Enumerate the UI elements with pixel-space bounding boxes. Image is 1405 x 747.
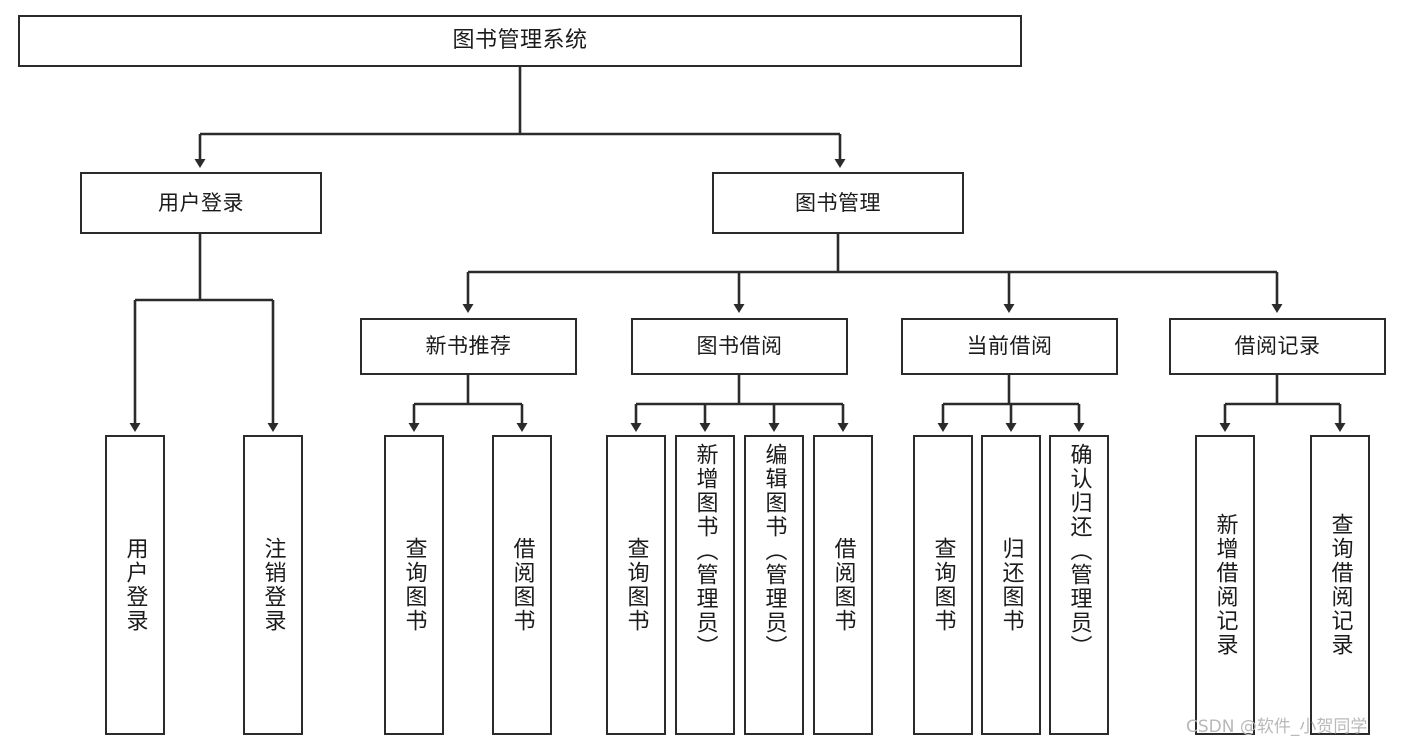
leaf-confirm-return[interactable]: 确认归还（管理员） [1049, 435, 1109, 735]
leaf-add-borrow-record[interactable]: 新增借阅记录 [1195, 435, 1255, 735]
node-user-login[interactable]: 用户登录 [80, 172, 322, 234]
node-label: 查询图书 [623, 537, 649, 633]
node-book-manage[interactable]: 图书管理 [712, 172, 964, 234]
node-label: 查询借阅记录 [1327, 513, 1353, 657]
leaf-add-book[interactable]: 新增图书（管理员） [675, 435, 735, 735]
node-current-borrow[interactable]: 当前借阅 [901, 318, 1118, 375]
node-label: 编辑图书（管理员） [761, 443, 787, 659]
node-root-book-management-system[interactable]: 图书管理系统 [18, 15, 1022, 67]
node-label: 当前借阅 [966, 334, 1053, 359]
node-book-borrow[interactable]: 图书借阅 [631, 318, 848, 375]
node-label: 归还图书 [998, 537, 1024, 633]
leaf-borrow-book-recommend[interactable]: 借阅图书 [492, 435, 552, 735]
leaf-query-book-borrow[interactable]: 查询图书 [606, 435, 666, 735]
node-label: 用户登录 [122, 537, 148, 633]
node-borrow-record[interactable]: 借阅记录 [1169, 318, 1386, 375]
node-label: 新书推荐 [425, 334, 512, 359]
node-label: 借阅记录 [1234, 334, 1321, 359]
leaf-user-login[interactable]: 用户登录 [105, 435, 165, 735]
node-label: 新增借阅记录 [1212, 513, 1238, 657]
leaf-return-book[interactable]: 归还图书 [981, 435, 1041, 735]
node-label: 查询图书 [930, 537, 956, 633]
node-label: 借阅图书 [830, 537, 856, 633]
node-label: 借阅图书 [509, 537, 535, 633]
node-label: 图书借阅 [696, 334, 783, 359]
leaf-logout-login[interactable]: 注销登录 [243, 435, 303, 735]
leaf-edit-book[interactable]: 编辑图书（管理员） [744, 435, 804, 735]
node-label: 确认归还（管理员） [1066, 443, 1092, 659]
node-label: 用户登录 [158, 190, 244, 215]
node-label: 图书管理 [795, 190, 881, 215]
node-label: 注销登录 [260, 537, 286, 633]
node-label: 查询图书 [401, 537, 427, 633]
leaf-query-book-recommend[interactable]: 查询图书 [384, 435, 444, 735]
leaf-query-borrow-record[interactable]: 查询借阅记录 [1310, 435, 1370, 735]
node-new-book-recommend[interactable]: 新书推荐 [360, 318, 577, 375]
node-label: 新增图书（管理员） [692, 443, 718, 659]
leaf-query-book-current[interactable]: 查询图书 [913, 435, 973, 735]
leaf-borrow-book-borrow[interactable]: 借阅图书 [813, 435, 873, 735]
csdn-watermark: CSDN @软件_小贺同学 [1186, 717, 1368, 737]
node-label: 图书管理系统 [452, 28, 588, 54]
